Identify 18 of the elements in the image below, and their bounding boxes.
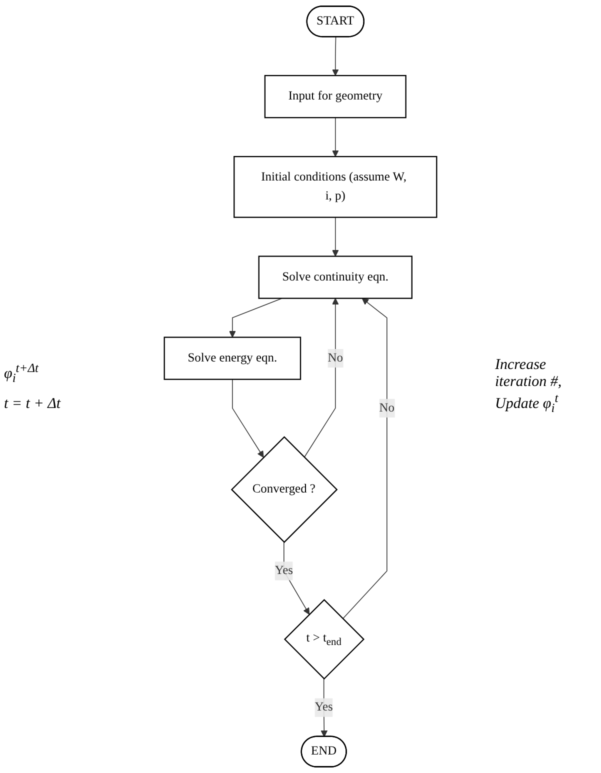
- node-diamond: Converged ?: [230, 436, 338, 543]
- node-box: Input for geometry: [264, 74, 406, 118]
- arrow: [332, 117, 339, 157]
- node-diamond: t > t$_{end}$: [284, 598, 365, 680]
- arrow: [342, 298, 388, 620]
- edge-label: No: [328, 351, 344, 365]
- node-box: Solve energy eqn.: [164, 336, 302, 380]
- arrow: [304, 298, 339, 458]
- node-box: Initial conditions (assume W, i, p): [234, 156, 438, 218]
- edge-label: Yes: [314, 700, 333, 714]
- annotation-text: t = t + Δt: [4, 396, 62, 412]
- node-box: Solve continuity eqn.: [258, 256, 412, 299]
- arrow: [332, 36, 339, 76]
- arrow: [232, 378, 264, 458]
- arrow: [229, 298, 282, 338]
- edge-label: Yes: [274, 564, 293, 578]
- edge-label: No: [379, 401, 395, 414]
- arrow: [332, 216, 339, 257]
